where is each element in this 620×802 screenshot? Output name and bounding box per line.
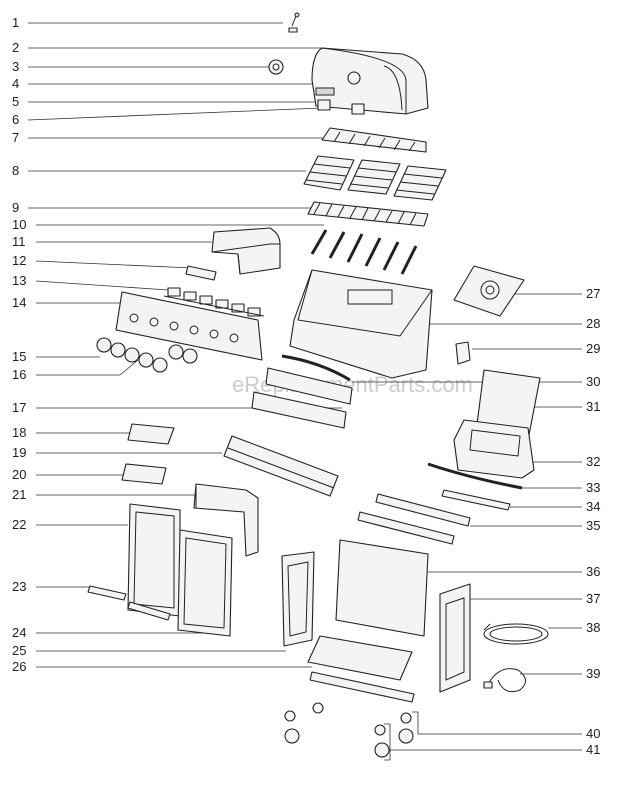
callout-25[interactable]: 25	[12, 643, 26, 658]
callout-31[interactable]: 31	[586, 399, 600, 414]
part-17-deflectors	[251, 367, 353, 429]
part-35-rails	[357, 493, 471, 545]
callout-11[interactable]: 11	[12, 234, 26, 249]
part-3-thermometer	[268, 59, 284, 75]
callout-3[interactable]: 3	[12, 59, 19, 74]
callout-20[interactable]: 20	[12, 467, 26, 482]
part-23-door-handles	[87, 585, 171, 621]
left-callouts: 1 2 3 4 5 6 7 8 9 10 11 12 13 14 15 16 1…	[12, 15, 345, 674]
callout-17[interactable]: 17	[12, 400, 26, 415]
part-7-warming-rack	[321, 127, 427, 153]
callout-12[interactable]: 12	[12, 253, 26, 268]
callout-4[interactable]: 4	[12, 76, 19, 91]
callout-34[interactable]: 34	[586, 499, 600, 514]
part-25-left-frame	[281, 551, 315, 647]
callout-41[interactable]: 41	[586, 742, 600, 757]
part-27-side-burner	[453, 265, 525, 317]
part-2-lid	[311, 47, 429, 115]
part-8-cooking-grates	[303, 155, 447, 201]
part-37-right-frame	[439, 583, 471, 693]
right-callouts: 27 28 29 30 31 32 33 34 35 36 37 38 39 4…	[352, 286, 600, 761]
part-13-valves	[163, 287, 265, 317]
callout-32[interactable]: 32	[586, 454, 600, 469]
callout-19[interactable]: 19	[12, 445, 26, 460]
callout-13[interactable]: 13	[12, 273, 26, 288]
part-26-bottom-shelf	[307, 635, 413, 681]
callout-9[interactable]: 9	[12, 200, 19, 215]
part-18-catch-pan	[127, 423, 175, 445]
part-15-knobs	[96, 337, 198, 373]
part-41-wheels	[284, 728, 414, 758]
part-34-tube	[441, 489, 511, 511]
part-19-bottom-tray	[223, 435, 339, 497]
callout-39[interactable]: 39	[586, 666, 600, 681]
callout-1[interactable]: 1	[12, 15, 19, 30]
callout-21[interactable]: 21	[12, 487, 26, 502]
callout-26[interactable]: 26	[12, 659, 26, 674]
callout-28[interactable]: 28	[586, 316, 600, 331]
callout-5[interactable]: 5	[12, 94, 19, 109]
part-14-control-panel	[115, 291, 263, 361]
callout-8[interactable]: 8	[12, 163, 19, 178]
callout-16[interactable]: 16	[12, 367, 26, 382]
part-28-cook-box	[289, 269, 433, 379]
callout-15[interactable]: 15	[12, 349, 26, 364]
part-22-door-left	[127, 503, 181, 617]
part-10-burner-tubes	[310, 229, 418, 275]
callout-7[interactable]: 7	[12, 130, 19, 145]
part-1-screws	[288, 12, 300, 33]
callout-40[interactable]: 40	[586, 726, 600, 741]
part-29-igniter	[455, 341, 471, 365]
callout-23[interactable]: 23	[12, 579, 26, 594]
callout-2[interactable]: 2	[12, 40, 19, 55]
part-24-door-right	[177, 529, 233, 637]
part-32-side-housing	[453, 419, 535, 479]
callout-22[interactable]: 22	[12, 517, 26, 532]
part-40-casters	[284, 702, 412, 736]
part-36-rear-panel	[335, 539, 429, 637]
callout-38[interactable]: 38	[586, 620, 600, 635]
callout-30[interactable]: 30	[586, 374, 600, 389]
callout-14[interactable]: 14	[12, 295, 26, 310]
part-9-flavorizer-bars	[307, 201, 429, 227]
part-11-heat-shield	[211, 227, 281, 275]
part-bottom-rail	[309, 671, 415, 703]
part-4-thermometer	[347, 71, 361, 85]
callout-18[interactable]: 18	[12, 425, 26, 440]
part-30-crossover-hose	[281, 354, 351, 382]
callout-33[interactable]: 33	[586, 480, 600, 495]
callout-24[interactable]: 24	[12, 625, 26, 640]
part-6-handle-bracket	[317, 99, 331, 111]
part-33-hose	[427, 462, 523, 490]
part-20-drip-tray	[121, 463, 167, 485]
callout-6[interactable]: 6	[12, 112, 19, 127]
part-38-gas-hose	[483, 623, 549, 645]
callout-27[interactable]: 27	[586, 286, 600, 301]
callout-37[interactable]: 37	[586, 591, 600, 606]
part-12-crossover	[185, 265, 217, 281]
callout-10[interactable]: 10	[12, 217, 26, 232]
callout-35[interactable]: 35	[586, 518, 600, 533]
part-21-bracket	[193, 483, 259, 557]
part-5-nameplate	[315, 87, 335, 96]
callout-29[interactable]: 29	[586, 341, 600, 356]
part-39-power-cord	[483, 668, 526, 693]
callout-36[interactable]: 36	[586, 564, 600, 579]
